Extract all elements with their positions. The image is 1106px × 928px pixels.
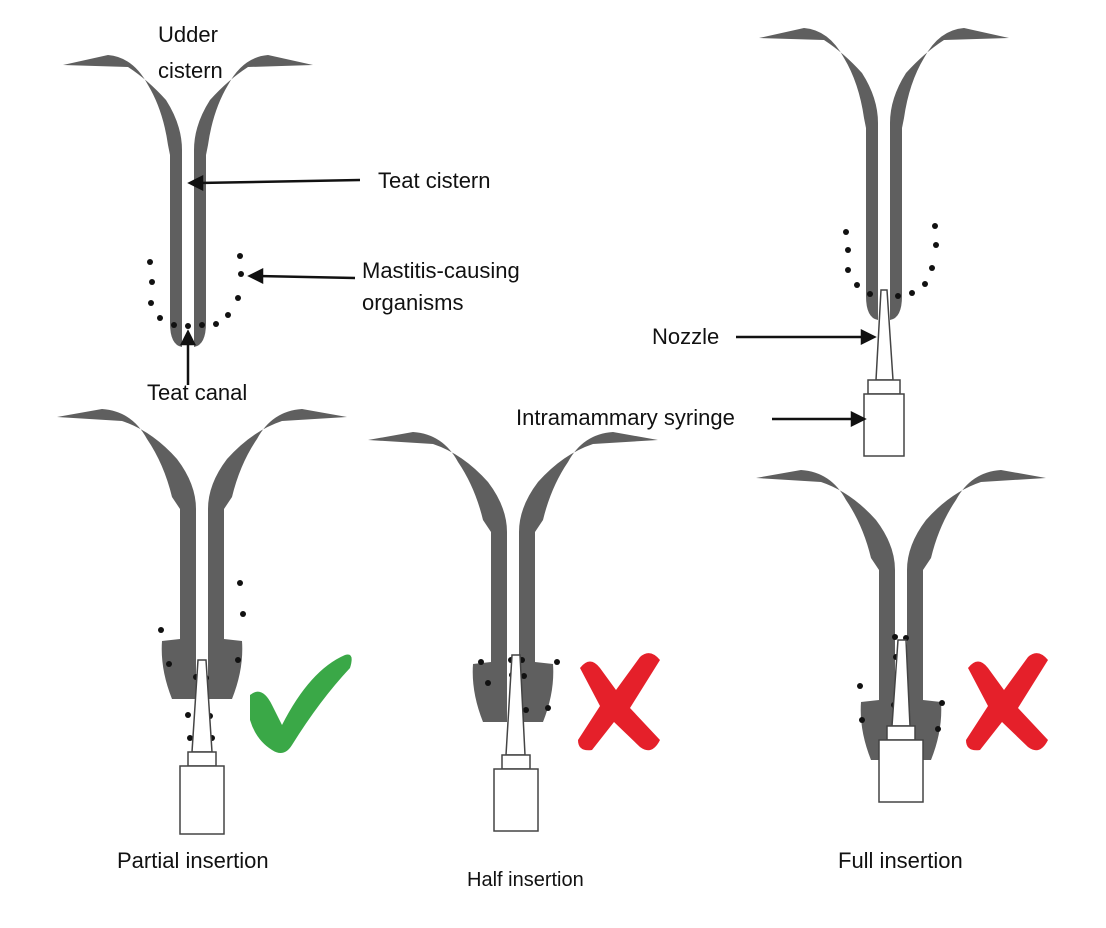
syringe-partial <box>179 765 225 835</box>
cross-icon <box>578 653 660 751</box>
label-udder-cistern-line2: cistern <box>158 58 223 83</box>
nozzle-partial <box>187 659 217 767</box>
check-icon <box>250 654 352 754</box>
nozzle-half <box>501 654 531 770</box>
nozzle-reference <box>867 289 901 395</box>
teat-diagram-partial <box>57 409 347 699</box>
label-intramammary-syringe: Intramammary syringe <box>516 405 735 430</box>
teat-diagram-syringe-reference <box>759 28 1009 320</box>
syringe-full <box>878 739 924 803</box>
caption-full-insertion: Full insertion <box>838 848 963 873</box>
organisms-anatomy <box>147 253 244 329</box>
label-teat-cistern: Teat cistern <box>378 168 491 193</box>
annotation-arrows <box>179 174 361 385</box>
label-teat-canal: Teat canal <box>147 380 248 405</box>
annotation-arrows-right <box>736 328 877 428</box>
caption-partial-insertion: Partial insertion <box>117 848 269 873</box>
label-udder-cistern-line1: Udder <box>158 22 218 47</box>
syringe-reference <box>863 393 905 457</box>
label-nozzle: Nozzle <box>652 324 720 349</box>
organisms-half <box>478 657 560 718</box>
cross-icon <box>966 653 1048 751</box>
label-mastitis-line2: organisms <box>362 290 464 315</box>
nozzle-full <box>886 639 916 741</box>
caption-half-insertion: Half insertion <box>467 869 584 891</box>
syringe-half <box>493 768 539 832</box>
teat-diagram-anatomy <box>63 55 313 347</box>
label-mastitis-line1: Mastitis-causing <box>362 258 520 283</box>
